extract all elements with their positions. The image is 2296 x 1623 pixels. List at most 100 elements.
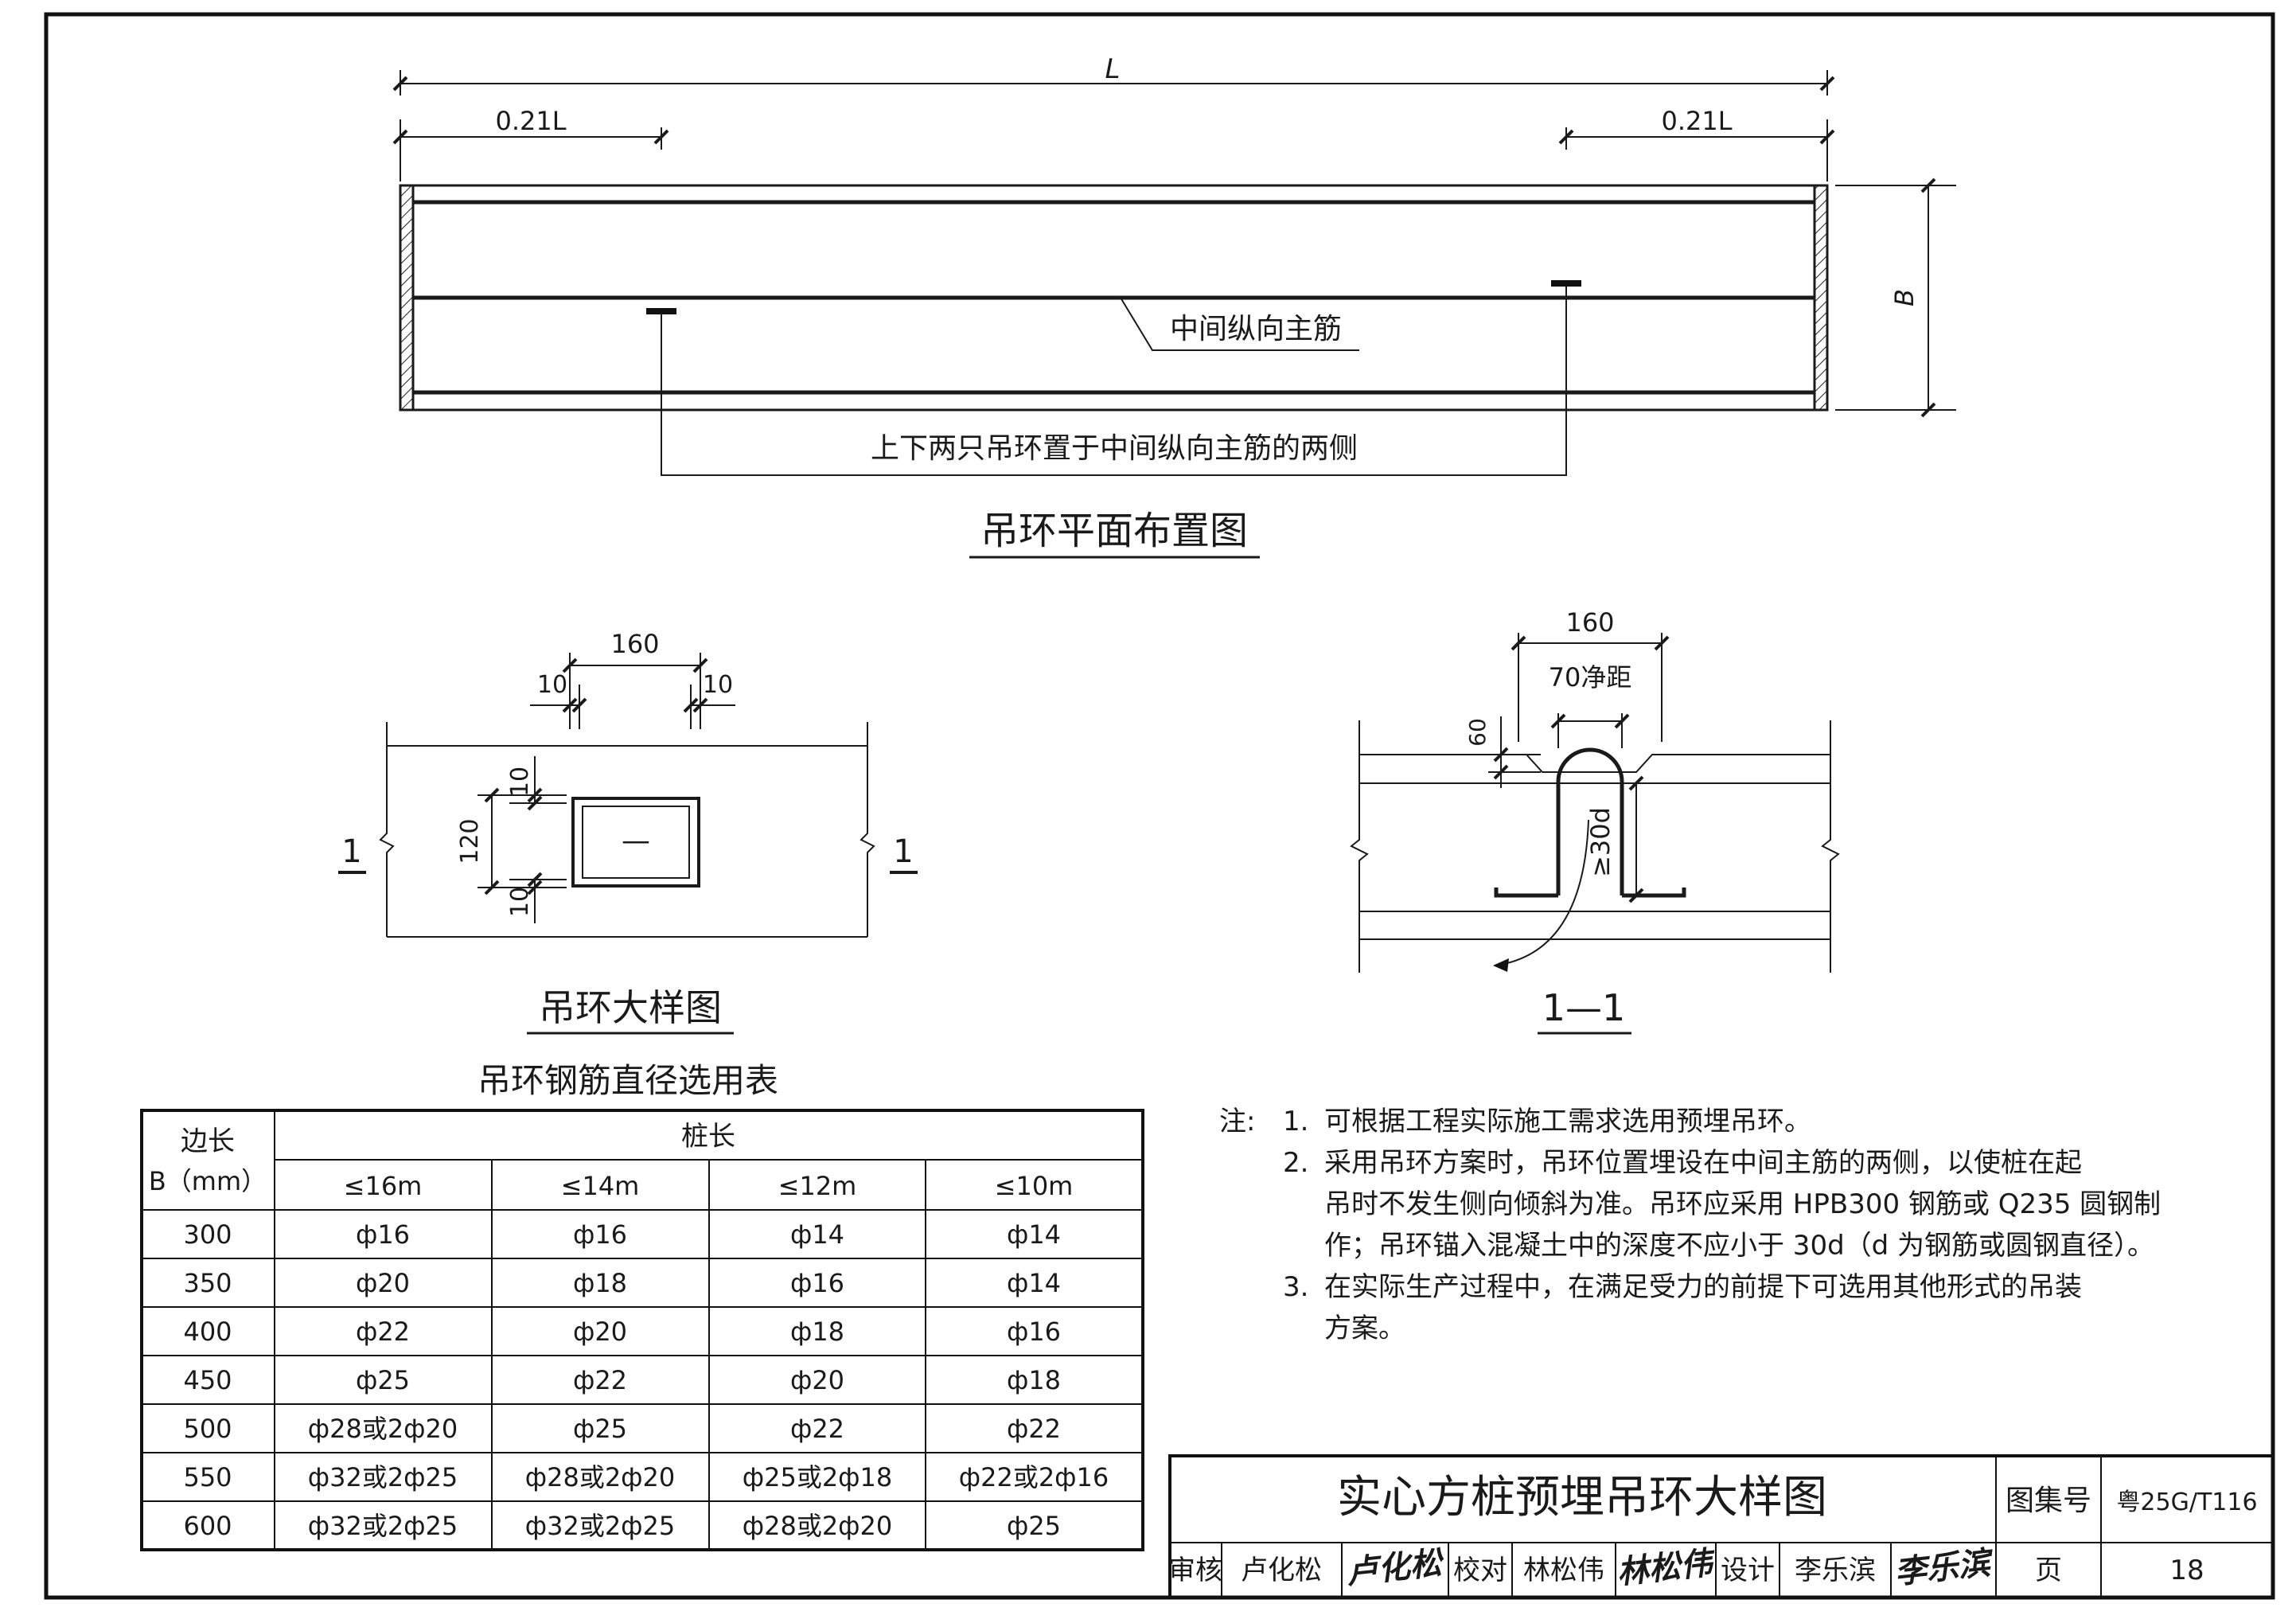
- table-col-header: ≤16m: [344, 1171, 423, 1201]
- table-cell: ф16: [790, 1268, 844, 1298]
- note-3-line-1: 在实际生产过程中，在满足受力的前提下可选用其他形式的吊装: [1324, 1271, 2082, 1303]
- check-signature: 林松伟: [1616, 1544, 1718, 1591]
- table-col-header: ≤14m: [561, 1171, 640, 1201]
- table-cell: ф22: [790, 1414, 844, 1444]
- rebar-table: [140, 1109, 1144, 1551]
- table-row: 550 ф32或2ф25 ф28或2ф20 ф25或2ф18 ф22或2ф16: [183, 1462, 1109, 1492]
- design-label: 设计: [1721, 1555, 1775, 1586]
- note-3-number: 3.: [1283, 1271, 1308, 1303]
- note-3-line-2: 方案。: [1324, 1313, 1405, 1344]
- atlas-label: 图集号: [2006, 1484, 2091, 1517]
- table-row: 450 ф25 ф22 ф20 ф18: [183, 1365, 1061, 1395]
- note-2-line-1: 采用吊环方案时，吊环位置埋设在中间主筋的两侧，以使桩在起: [1324, 1147, 2082, 1179]
- section-dim-60: 60: [1464, 718, 1491, 747]
- review-signature: 卢化松: [1345, 1545, 1447, 1592]
- notes: 注: 1. 可根据工程实际施工需求选用预埋吊环。 2. 采用吊环方案时，吊环位置…: [1219, 1106, 2161, 1344]
- detail-dim-10-left: 10: [537, 671, 567, 699]
- table-cell: ф22: [356, 1317, 410, 1347]
- plan-dim-L: L: [1105, 53, 1121, 85]
- table-row: 600 ф32或2ф25 ф32或2ф25 ф28或2ф20 ф25: [183, 1511, 1061, 1541]
- table-cell-b: 400: [183, 1317, 232, 1347]
- section-1-1-view: [1350, 633, 1840, 1035]
- detail-title: 吊环大样图: [539, 986, 722, 1029]
- detail-dim-10-right: 10: [703, 671, 733, 699]
- check-label: 校对: [1453, 1555, 1507, 1586]
- table-cell: ф25: [573, 1414, 627, 1444]
- table-cell: ф32或2ф25: [308, 1511, 458, 1541]
- table-cell: ф20: [790, 1365, 844, 1395]
- table-cell: ф28或2ф20: [743, 1511, 893, 1541]
- table-cell: ф25或2ф18: [743, 1462, 893, 1492]
- detail-dim-120: 120: [456, 818, 484, 864]
- detail-dim-10-top: 10: [506, 767, 534, 797]
- notes-prefix: 注:: [1219, 1106, 1255, 1137]
- table-cell: ф18: [790, 1317, 844, 1347]
- table-row: 500 ф28或2ф20 ф25 ф22 ф22: [183, 1414, 1061, 1444]
- note-1-text: 可根据工程实际施工需求选用预埋吊环。: [1324, 1106, 1811, 1137]
- table-cell: ф20: [356, 1268, 410, 1298]
- drawing-title: 实心方桩预埋吊环大样图: [1337, 1472, 1827, 1524]
- design-signature: 李乐滨: [1893, 1544, 1997, 1591]
- ring-detail-view: [338, 653, 918, 1035]
- table-col-header: ≤10m: [995, 1171, 1074, 1201]
- detail-cut-right: 1: [893, 833, 913, 870]
- note-2-line-2: 吊时不发生侧向倾斜为准。吊环应采用 HPB300 钢筋或 Q235 圆钢制: [1324, 1188, 2161, 1220]
- table-cell: ф18: [573, 1268, 627, 1298]
- plan-dim-left: 0.21L: [495, 106, 566, 136]
- table-cell-b: 550: [183, 1462, 232, 1492]
- table-column-headers: ≤16m ≤14m ≤12m ≤10m: [344, 1171, 1074, 1201]
- table-cell: ф14: [1007, 1268, 1061, 1298]
- section-dim-70: 70净距: [1549, 662, 1632, 693]
- plan-title: 吊环平面布置图: [980, 509, 1248, 553]
- table-cell-b: 500: [183, 1414, 232, 1444]
- plan-label-rebar: 中间纵向主筋: [1170, 313, 1342, 345]
- table-cell: ф16: [573, 1219, 627, 1250]
- sheet-border: [44, 12, 2275, 1600]
- note-2-line-3: 作；吊环锚入混凝土中的深度不应小于 30d（d 为钢筋或圆钢直径）。: [1324, 1230, 2154, 1262]
- table-cell: ф18: [1007, 1365, 1061, 1395]
- review-label: 审核: [1168, 1555, 1222, 1586]
- table-cell: ф14: [790, 1219, 844, 1250]
- table-cell: ф32或2ф25: [525, 1511, 676, 1541]
- section-dim-30d: ≥30d: [1585, 807, 1616, 877]
- table-cell: ф16: [1007, 1317, 1061, 1347]
- review-name: 卢化松: [1241, 1555, 1322, 1586]
- table-row: 350 ф20 ф18 ф16 ф14: [183, 1268, 1061, 1298]
- note-1-number: 1.: [1283, 1106, 1308, 1137]
- table-cell: ф22: [1007, 1414, 1061, 1444]
- table-row: 400 ф22 ф20 ф18 ф16: [183, 1317, 1061, 1347]
- table-cell: ф14: [1007, 1219, 1061, 1250]
- plan-dim-B: B: [1889, 289, 1920, 306]
- table-cell: ф20: [573, 1317, 627, 1347]
- table-cell-b: 350: [183, 1268, 232, 1298]
- table-col-header: ≤12m: [778, 1171, 857, 1201]
- page-label: 页: [2035, 1555, 2062, 1586]
- detail-dim-160: 160: [610, 629, 659, 659]
- plan-label-rings: 上下两只吊环置于中间纵向主筋的两侧: [871, 432, 1358, 465]
- atlas-number: 粤25G/T116: [2116, 1488, 2257, 1516]
- table-cell-b: 450: [183, 1365, 232, 1395]
- note-2-number: 2.: [1283, 1147, 1308, 1179]
- table-cell-b: 300: [183, 1219, 232, 1250]
- table-cell: ф25: [356, 1365, 410, 1395]
- page-number: 18: [2169, 1555, 2204, 1586]
- table-title: 吊环钢筋直径选用表: [478, 1061, 778, 1100]
- table-header-side-2: B（mm）: [149, 1166, 267, 1196]
- table-header-side-1: 边长: [181, 1126, 235, 1157]
- section-title: 1—1: [1542, 986, 1626, 1029]
- table-header-length: 桩长: [681, 1121, 735, 1153]
- table-cell: ф25: [1007, 1511, 1061, 1541]
- plan-view: [392, 70, 1956, 559]
- table-cell: ф28或2ф20: [308, 1414, 458, 1444]
- section-dim-160: 160: [1565, 607, 1614, 638]
- table-cell: ф16: [356, 1219, 410, 1250]
- table-row: 300 ф16 ф16 ф14 ф14: [183, 1219, 1061, 1250]
- table-cell: ф32或2ф25: [308, 1462, 458, 1492]
- table-cell: ф28或2ф20: [525, 1462, 676, 1492]
- check-name: 林松伟: [1523, 1555, 1604, 1586]
- table-cell: ф22或2ф16: [959, 1462, 1109, 1492]
- table-cell-b: 600: [183, 1511, 232, 1541]
- plan-dim-right: 0.21L: [1661, 106, 1732, 136]
- detail-ring-mark: —: [622, 825, 650, 857]
